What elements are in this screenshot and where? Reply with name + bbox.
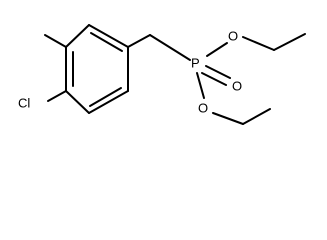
phosphorus-atom-label: P bbox=[191, 55, 200, 70]
ring-double-bond-inner-2 bbox=[89, 87, 122, 107]
benzene-ring bbox=[65, 24, 129, 114]
p-to-upper-o-bond bbox=[206, 42, 228, 57]
upper-ethyl-bond bbox=[273, 33, 306, 51]
upper-ester-oxygen-label: O bbox=[228, 28, 238, 43]
oxygen-double-atom-label: O bbox=[232, 78, 242, 93]
ring-bond-6 bbox=[65, 24, 90, 48]
methyl-bond bbox=[44, 34, 67, 48]
lower-o-to-ch2-bond bbox=[212, 112, 244, 125]
lower-ethyl-bond bbox=[242, 108, 271, 125]
p-o-double-bond-1 bbox=[205, 65, 231, 79]
ring-bond-3 bbox=[88, 90, 129, 114]
upper-o-to-ch2-bond bbox=[242, 36, 275, 51]
chloro-bond bbox=[47, 90, 67, 102]
p-o-double-bond-2 bbox=[201, 72, 227, 86]
p-to-lower-o-bond bbox=[196, 72, 205, 99]
ring-to-ch2-bond bbox=[127, 34, 151, 48]
chlorine-atom-label: Cl bbox=[18, 95, 30, 110]
ring-double-bond-inner-1 bbox=[90, 32, 123, 52]
ring-bond-4 bbox=[65, 90, 90, 114]
ring-bond-1 bbox=[88, 24, 129, 48]
lower-ester-oxygen-label: O bbox=[198, 100, 208, 115]
ch2-to-p-bond bbox=[149, 34, 191, 61]
chemical-structure-diagram: Cl P O O O bbox=[18, 24, 306, 125]
